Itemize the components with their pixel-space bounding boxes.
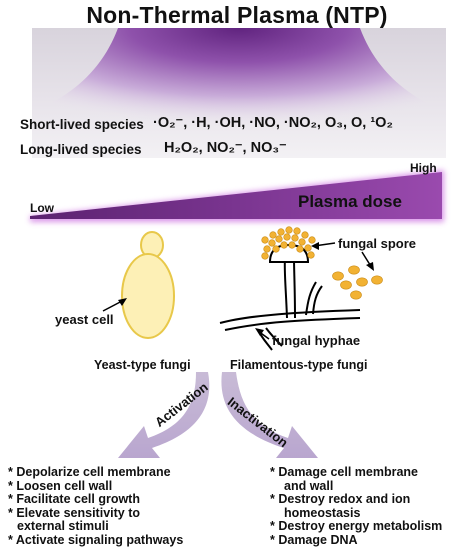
list-item: * Destroy energy metabolism <box>270 519 443 534</box>
dose-wedge <box>30 172 442 219</box>
list-item: * Damage cell membrane <box>270 465 418 479</box>
yeast-cell-label: yeast cell <box>55 312 114 327</box>
list-item: homeostasis <box>284 505 361 520</box>
diagram-title: Non-Thermal Plasma (NTP) <box>86 2 388 28</box>
list-item: * Depolarize cell membrane <box>8 465 171 479</box>
activation-arrow <box>118 372 210 458</box>
long-lived-list: H₂O₂, NO₂⁻, NO₃⁻ <box>164 140 287 156</box>
list-item: external stimuli <box>17 519 109 534</box>
list-item: and wall <box>284 478 334 493</box>
yeast-type-label: Yeast-type fungi <box>94 358 191 372</box>
dose-low-label: Low <box>30 201 54 215</box>
free-spores-icon <box>332 265 383 300</box>
spore-cluster-icon <box>261 226 316 260</box>
dose-high-label: High <box>410 161 437 175</box>
filamentous-type-label: Filamentous-type fungi <box>230 358 368 372</box>
short-lived-list: ·O₂⁻, ·H, ·OH, ·NO, ·NO₂, O₃, O, ¹O₂ <box>153 115 393 131</box>
yeast-effects-list: * Depolarize cell membrane * Loosen cell… <box>8 465 184 548</box>
filamentous-effects-list: * Damage cell membrane and wall * Destro… <box>270 465 443 548</box>
short-lived-label: Short-lived species <box>20 117 144 132</box>
yeast-cell-icon <box>121 231 175 339</box>
plasma-cone <box>32 28 446 158</box>
list-item: * Elevate sensitivity to <box>8 505 141 520</box>
fungal-hyphae-label: fungal hyphae <box>272 333 361 348</box>
list-item: * Destroy redox and ion <box>270 492 411 507</box>
yeast-body <box>121 253 175 339</box>
list-item: * Activate signaling pathways <box>8 532 184 547</box>
long-lived-label: Long-lived species <box>20 142 142 157</box>
list-item: * Facilitate cell growth <box>8 492 140 507</box>
plasma-dose-label: Plasma dose <box>298 192 402 211</box>
fungal-spore-label: fungal spore <box>338 236 417 251</box>
inactivation-arrow <box>221 372 318 458</box>
list-item: * Damage DNA <box>270 532 358 547</box>
list-item: * Loosen cell wall <box>8 478 113 493</box>
